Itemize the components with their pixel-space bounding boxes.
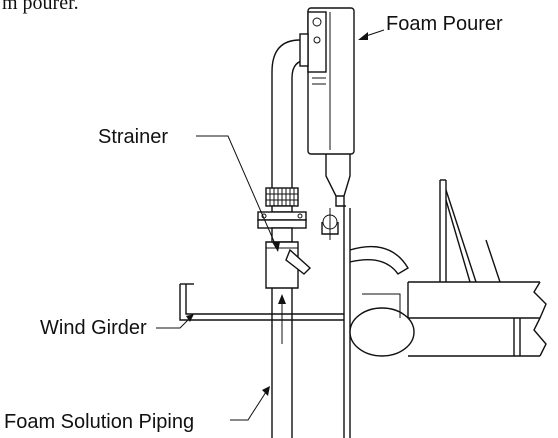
label-foam-pourer: Foam Pourer: [386, 13, 503, 35]
union-coupling: [265, 187, 299, 213]
tank-shell: [321, 196, 351, 438]
label-wind-girder: Wind Girder: [40, 317, 147, 339]
wind-girder: [179, 283, 344, 321]
foam-pourer: [307, 7, 355, 207]
leaders: [156, 29, 385, 421]
flange-pair: [257, 211, 307, 243]
label-foam-solution-piping: Foam Solution Piping: [4, 411, 194, 433]
floating-roof: [349, 245, 547, 357]
rim-vent-frame: [439, 179, 501, 283]
caption-fragment: m pourer.: [2, 0, 79, 14]
foam-solution-riser: [271, 288, 293, 438]
elbow-pipe: [271, 33, 309, 188]
label-strainer: Strainer: [98, 126, 168, 148]
strainer-body: [265, 241, 312, 289]
